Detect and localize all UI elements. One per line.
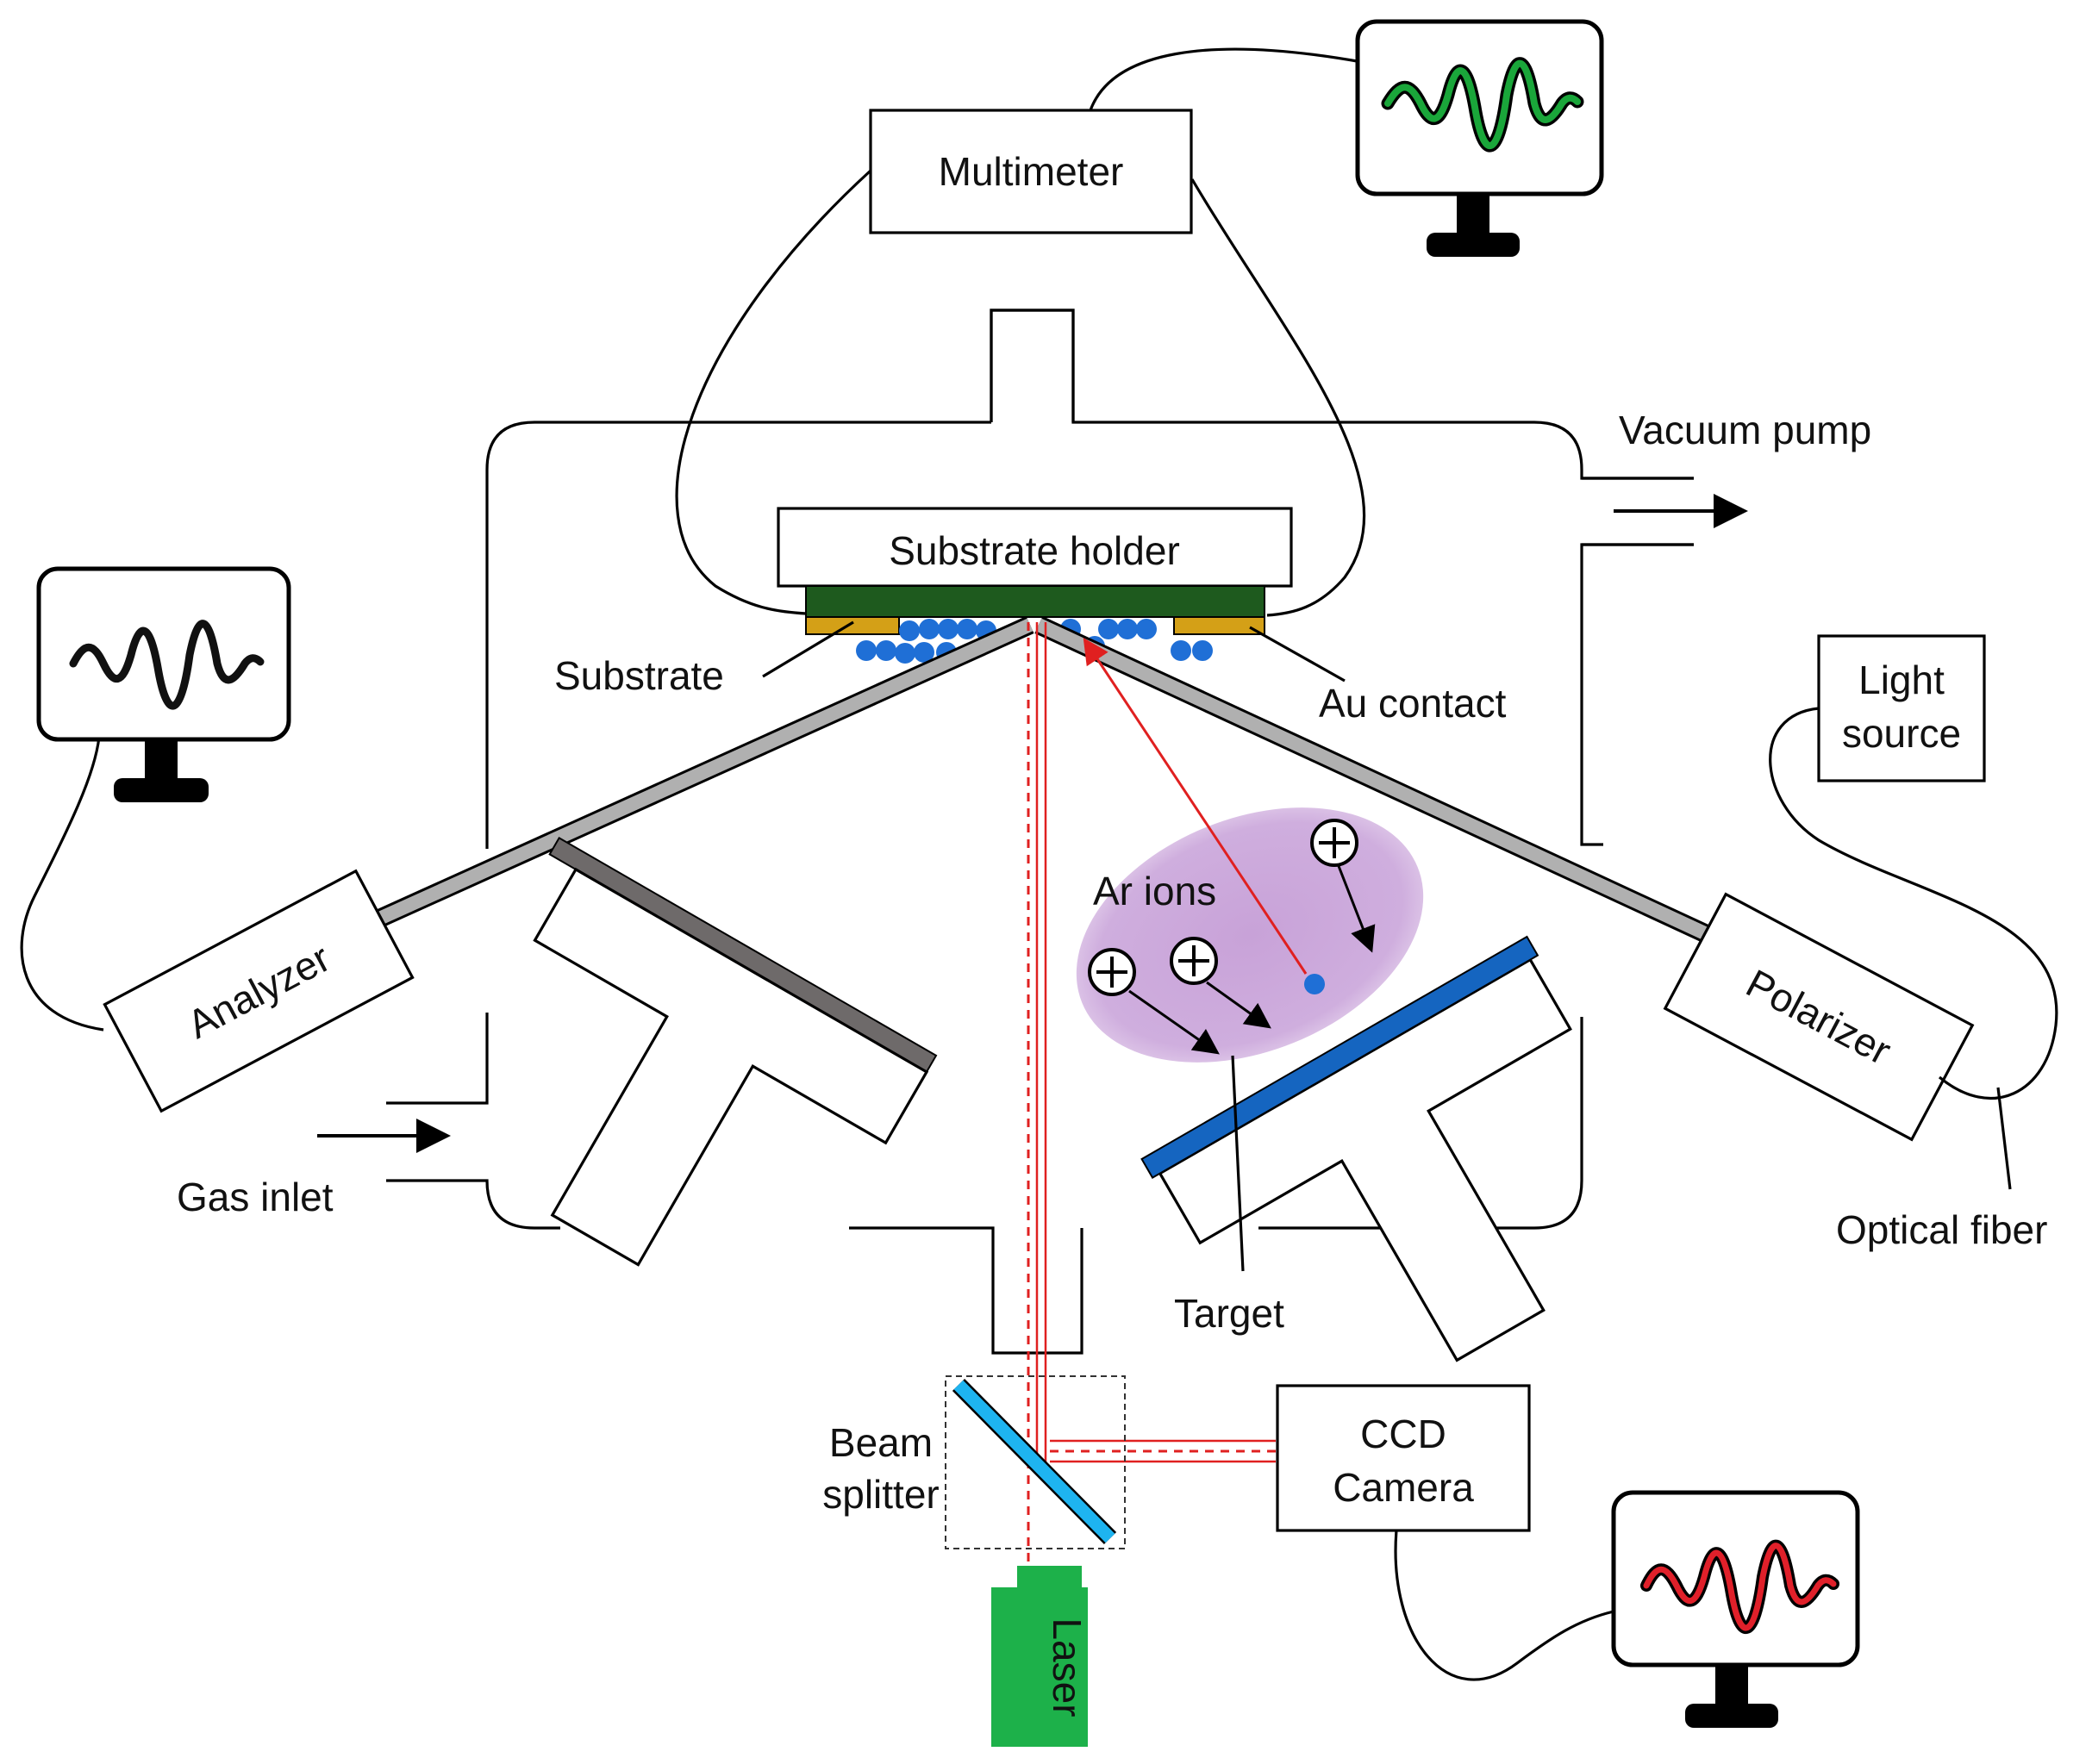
ion-plus-icon bbox=[1170, 937, 1218, 985]
beam-splitter-label-line1: Beam bbox=[829, 1420, 933, 1465]
polarizer: Polarizer bbox=[1663, 892, 1975, 1142]
multimeter-wires bbox=[675, 47, 1366, 617]
substrate-holder-stem bbox=[990, 309, 1075, 422]
multimeter-box: Multimeter bbox=[869, 109, 1193, 234]
ccd-camera-label-line1: CCD bbox=[1360, 1412, 1446, 1456]
vacuum-chamber-outline bbox=[386, 309, 1694, 1355]
arrow-icon bbox=[1128, 989, 1220, 1055]
arrow-icon bbox=[1337, 865, 1376, 953]
optical-fiber-callout-line bbox=[1996, 1087, 2012, 1190]
laser-beam bbox=[1027, 622, 1276, 1577]
sputtered-atom bbox=[1304, 974, 1325, 994]
ion-plus-icon bbox=[1310, 819, 1358, 867]
analyzer-cable bbox=[20, 736, 104, 1032]
target-label: Target bbox=[1174, 1291, 1284, 1336]
wave-black-icon bbox=[69, 620, 265, 710]
light-source-box: Light source bbox=[1817, 634, 1986, 782]
substrate-holder-label: Substrate holder bbox=[889, 528, 1180, 573]
au-contact-label: Au contact bbox=[1319, 681, 1507, 726]
optical-fiber-label: Optical fiber bbox=[1836, 1207, 2047, 1252]
monitor-icon bbox=[1611, 1490, 1860, 1728]
laser-device: Laser bbox=[991, 1566, 1090, 1747]
monitor-icon bbox=[36, 566, 291, 802]
ccd-camera-label-line2: Camera bbox=[1333, 1465, 1474, 1510]
arrow-icon bbox=[1206, 981, 1271, 1029]
right-sputter-gun bbox=[1140, 935, 1572, 1362]
substrate-callout-line bbox=[762, 620, 854, 678]
ion-plus-icon bbox=[1088, 948, 1136, 996]
au-contact-callout-line bbox=[1249, 626, 1346, 683]
argon-plasma bbox=[1076, 807, 1424, 1063]
optical-fiber bbox=[1769, 707, 2058, 1100]
multimeter-label: Multimeter bbox=[939, 149, 1124, 194]
beam-splitter-label-line2: splitter bbox=[822, 1472, 939, 1517]
sputtered-atom-trajectory bbox=[1083, 637, 1308, 975]
left-sputter-gun bbox=[533, 837, 938, 1267]
ccd-camera-cable bbox=[1394, 1530, 1614, 1681]
beam-splitter-glass bbox=[953, 1380, 1115, 1543]
analyzer: Analyzer bbox=[103, 869, 415, 1113]
light-source-label-line2: source bbox=[1842, 711, 1961, 756]
substrate-label: Substrate bbox=[554, 653, 724, 698]
substrate bbox=[805, 585, 1265, 618]
target bbox=[1140, 935, 1539, 1180]
ar-ions-label: Ar ions bbox=[1093, 869, 1216, 913]
au-contact-right bbox=[1173, 616, 1265, 635]
deposited-particles bbox=[856, 619, 1213, 664]
substrate-holder: Substrate holder bbox=[777, 507, 1293, 588]
light-source-label-line1: Light bbox=[1858, 658, 1945, 702]
au-contact-left bbox=[805, 616, 900, 635]
monitor-icon bbox=[1355, 19, 1604, 257]
target-callout-line bbox=[1231, 1055, 1245, 1272]
gas-inlet-label: Gas inlet bbox=[177, 1175, 334, 1219]
laser-label: Laser bbox=[1045, 1618, 1090, 1717]
ccd-camera-box: CCD Camera bbox=[1276, 1384, 1531, 1532]
ellipsometry-beams bbox=[339, 615, 1737, 955]
vacuum-pump-label: Vacuum pump bbox=[1619, 408, 1871, 452]
